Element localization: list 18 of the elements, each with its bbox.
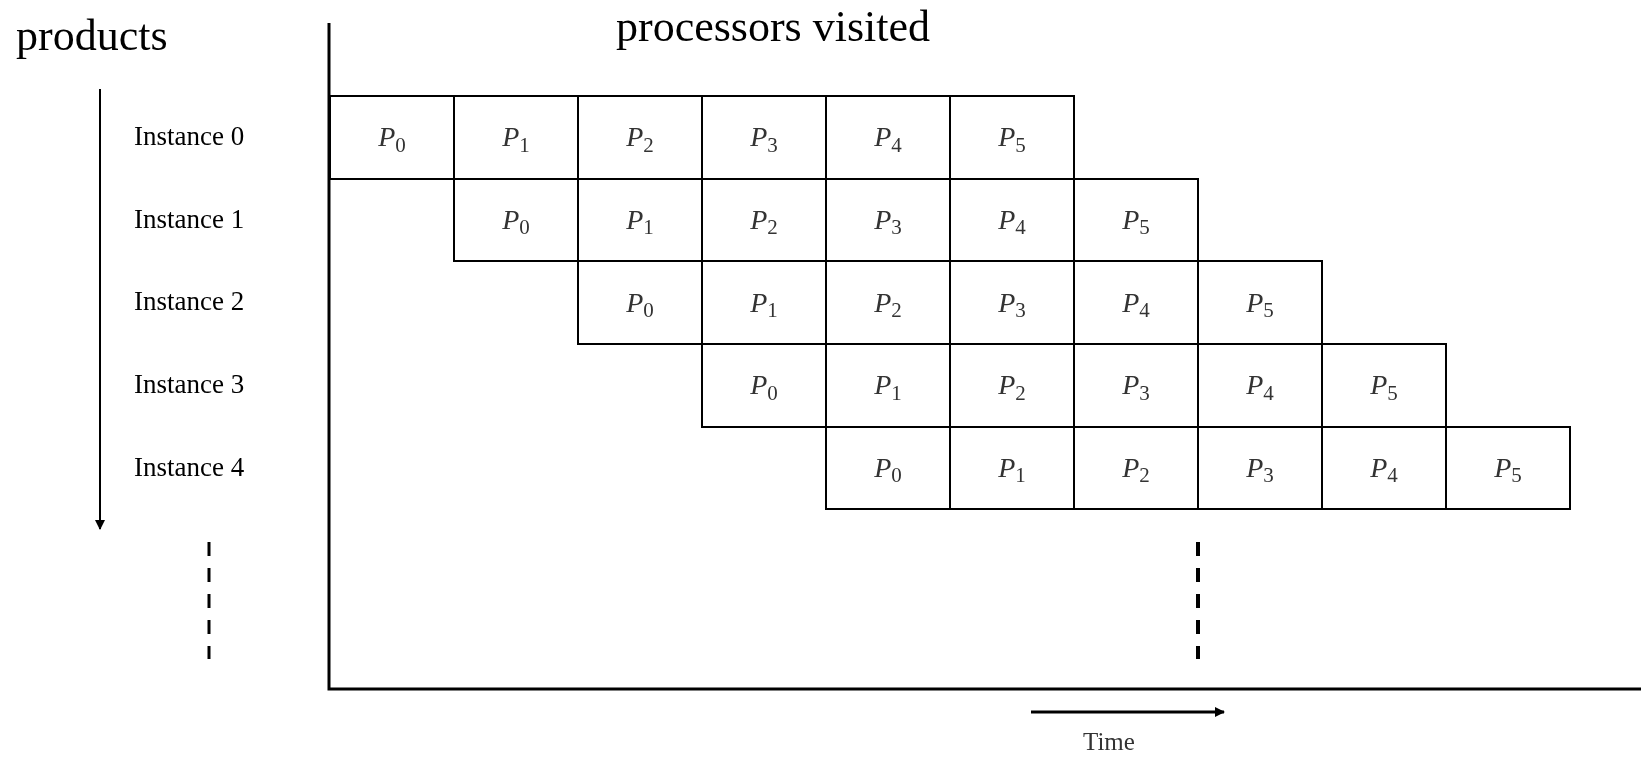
row-label: Instance 0 — [134, 123, 245, 150]
processor-cell: P$_{5}$ — [949, 95, 1075, 180]
axis-label: Time — [1083, 729, 1135, 754]
processor-cell: P$_{5}$ — [1073, 177, 1199, 263]
processor-cell: P$_{0}$ — [825, 425, 951, 511]
processor-cell: P$_{0}$ — [701, 343, 827, 428]
processor-cell: P$_{0}$ — [577, 260, 703, 346]
row-label: Instance 3 — [134, 371, 245, 399]
row-label: Instance 1 — [134, 205, 245, 233]
processor-cell: P$_{5}$ — [1445, 425, 1571, 511]
row-label: Instance 4 — [134, 453, 245, 481]
processor-cell: P$_{0}$ — [329, 95, 455, 180]
row-label: Instance 2 — [134, 288, 245, 316]
processor-cell: P$_{0}$ — [453, 177, 579, 263]
processor-cell: P$_{5}$ — [1197, 260, 1323, 346]
processor-cell: P$_{5}$ — [1321, 343, 1447, 428]
title: processors visited — [616, 5, 931, 49]
axis-label: products — [16, 14, 168, 58]
